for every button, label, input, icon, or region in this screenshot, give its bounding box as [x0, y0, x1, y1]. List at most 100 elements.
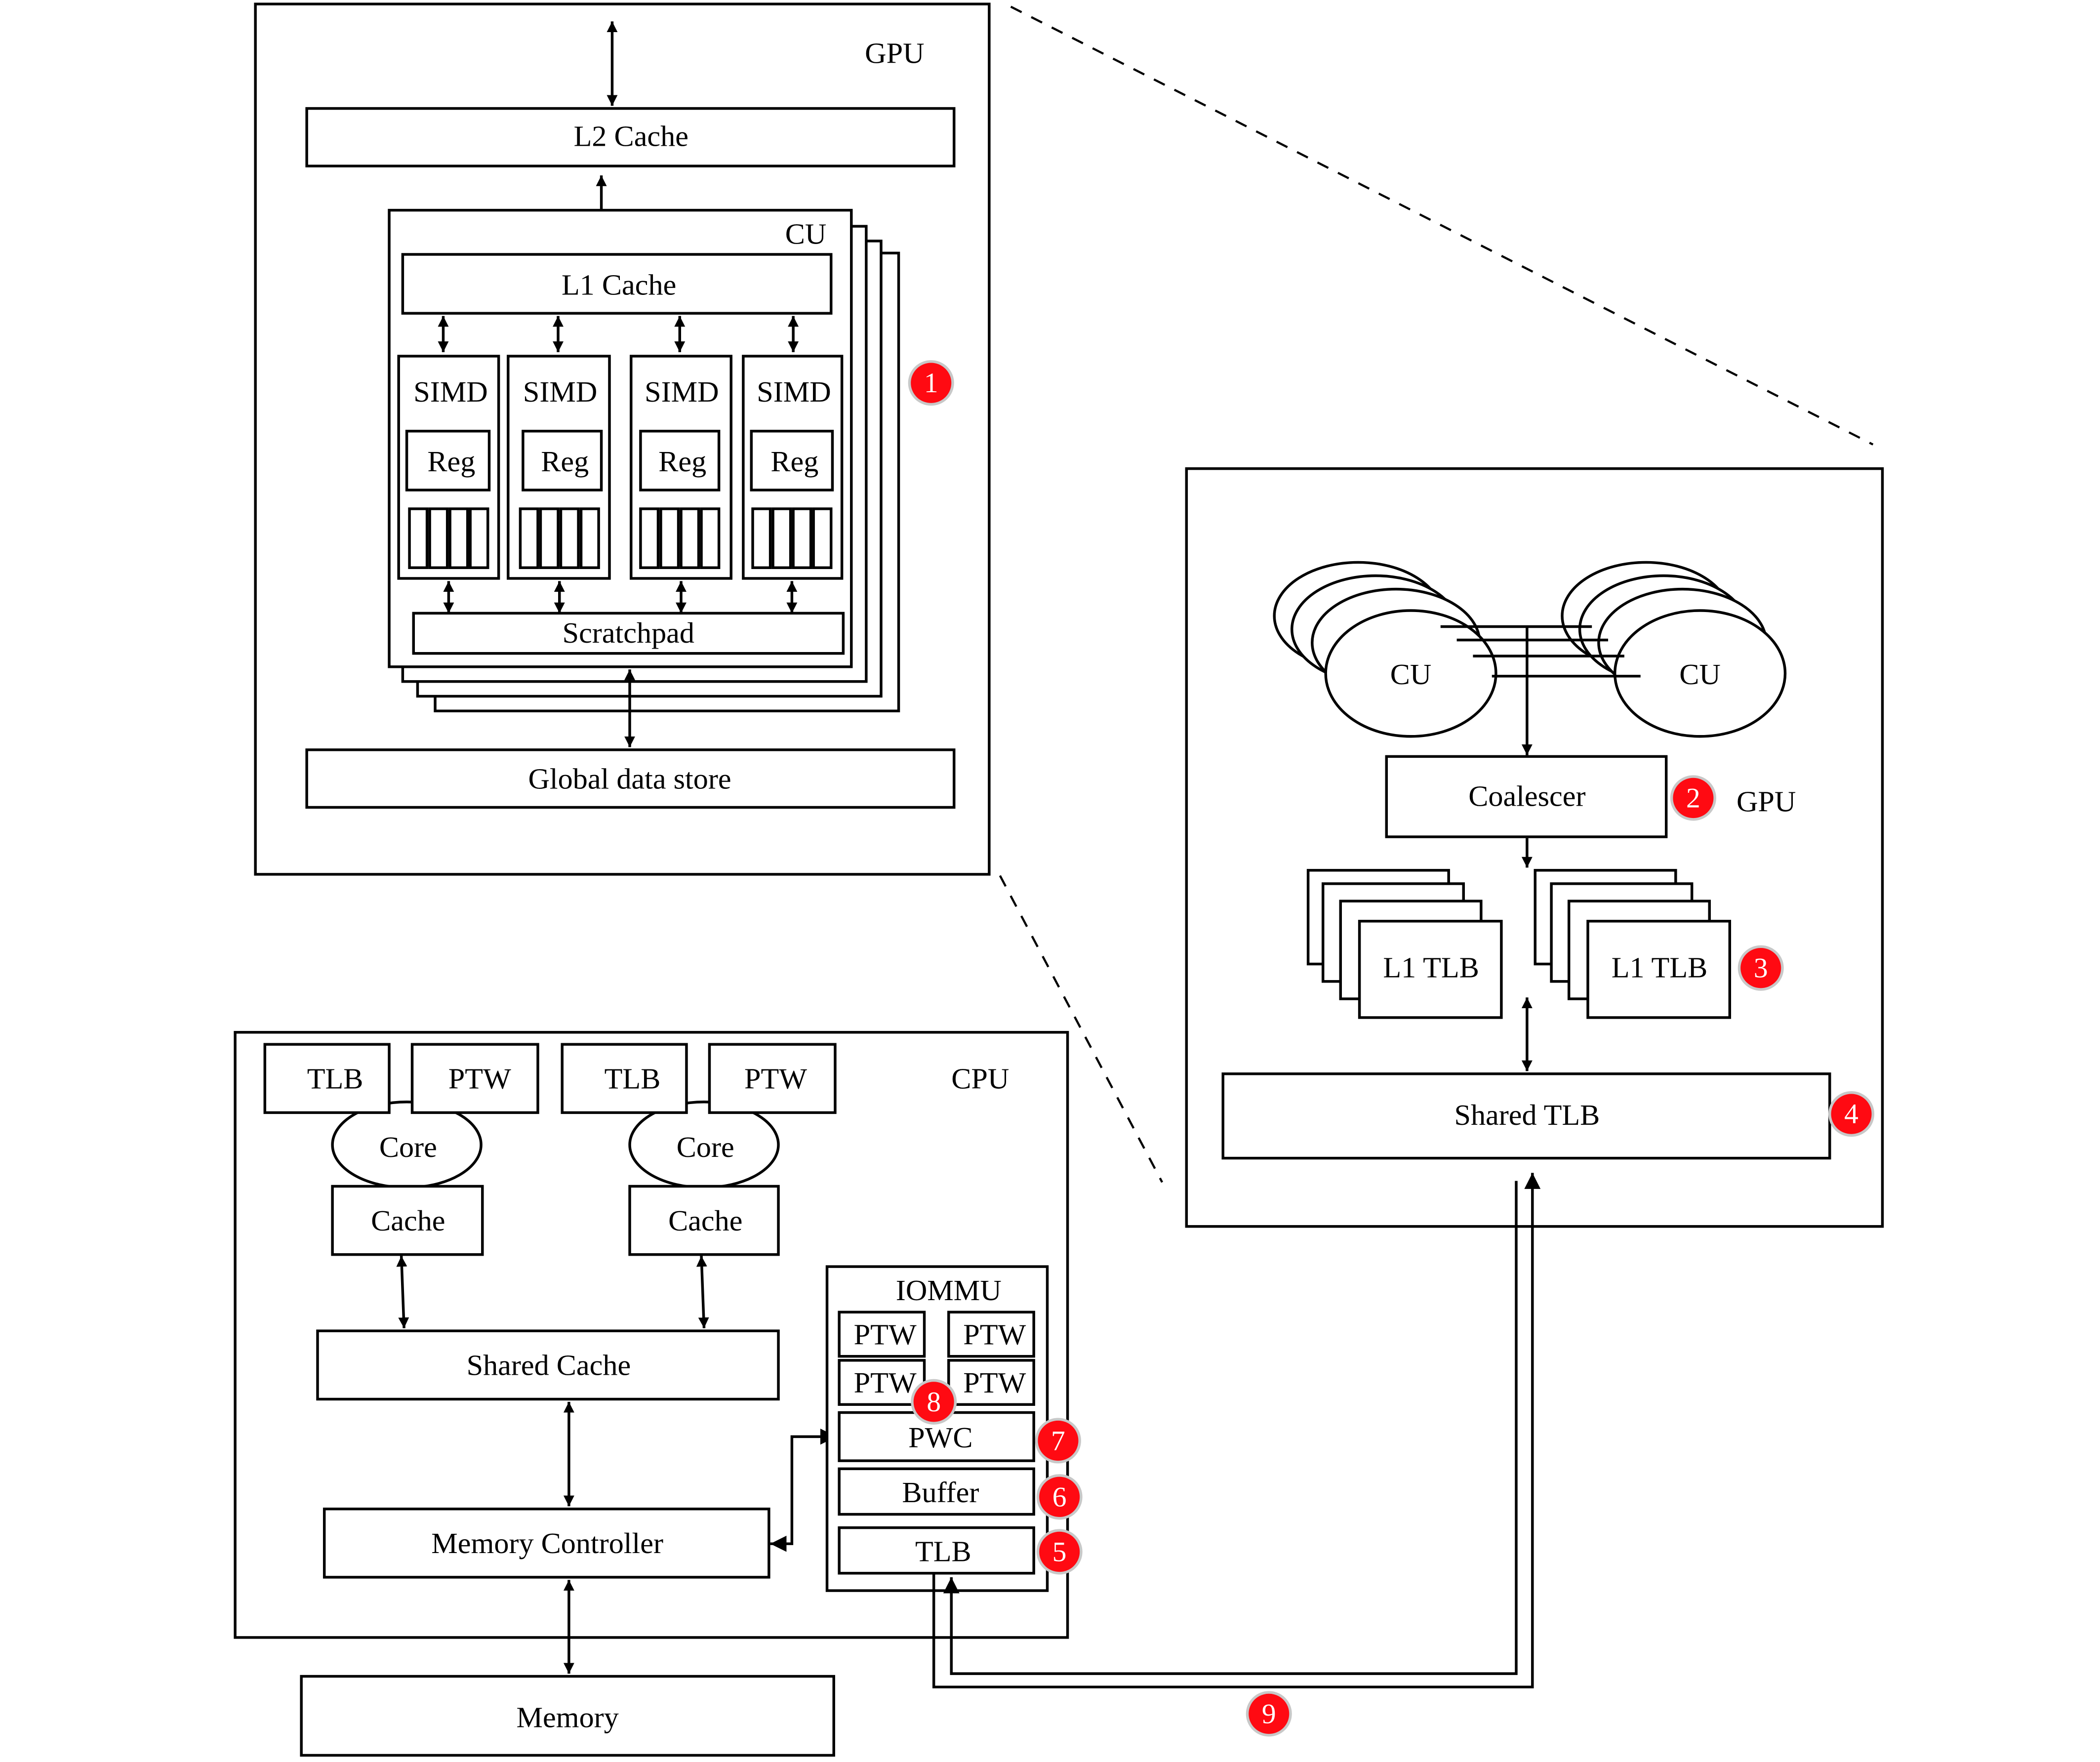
l1-tlb-front[interactable] [1586, 920, 1732, 1019]
core-cache-block [628, 1185, 780, 1256]
coalescer-block[interactable] [1385, 755, 1668, 838]
shared-tlb-to-iommu-path [943, 1181, 1518, 1675]
reg-block [405, 430, 491, 492]
cu-group-label: CU [1390, 658, 1432, 691]
cache-shared-arrow [396, 1256, 409, 1328]
badge-5: 5 [1036, 1529, 1083, 1575]
badge-number: 6 [1052, 1482, 1067, 1513]
simd-lane [639, 507, 660, 569]
simd-label: SIMD [645, 375, 719, 408]
simd-lane [659, 507, 680, 569]
badge-circle [1828, 1091, 1875, 1137]
simd-unit[interactable]: SIMD Reg [630, 316, 733, 614]
simd-lane [700, 507, 721, 569]
iommu-ptw-label: PTW [854, 1318, 917, 1351]
simd-lane [812, 507, 833, 569]
buffer-label: Buffer [902, 1476, 979, 1509]
cu-ellipse-front[interactable] [1613, 609, 1787, 738]
badge-8: 8 [911, 1379, 957, 1425]
l1-tlb-front[interactable] [1358, 920, 1503, 1019]
simd-lane [408, 507, 429, 569]
mc-pwc-arrow [770, 1429, 837, 1552]
badge-number: 2 [1686, 783, 1700, 814]
iommu-ptw-block [947, 1311, 1035, 1358]
reg-label: Reg [770, 445, 818, 478]
zoom-indicator-lines [999, 5, 1874, 1183]
scratchpad-label: Scratchpad [563, 616, 694, 649]
buffer-block [838, 1467, 1035, 1516]
simd-unit[interactable]: SIMD Reg [397, 316, 500, 614]
simd-unit[interactable]: SIMD Reg [507, 316, 611, 614]
core-cache-block [331, 1185, 484, 1256]
cache-shared-arrow [696, 1256, 709, 1328]
memory-controller-label: Memory Controller [431, 1527, 663, 1559]
badge-circle [1670, 775, 1716, 821]
cu-group-label: CU [1679, 658, 1721, 691]
gpu-detail-panel: GPU L2 Cache CU L1 Cache SIMD Reg [254, 2, 991, 876]
badge-number: 9 [1262, 1699, 1276, 1730]
simd-lane [539, 507, 560, 569]
badge-number: 5 [1052, 1537, 1067, 1568]
reg-label: Reg [658, 445, 706, 478]
simd-lane [579, 507, 600, 569]
simd-label: SIMD [757, 375, 831, 408]
pwc-label: PWC [908, 1421, 972, 1454]
iommu-block[interactable]: IOMMU PTW PTW PTW PTW PWC Buffer TLB [825, 1265, 1049, 1592]
badge-2: 2 [1670, 775, 1716, 821]
iommu-ptw-block [838, 1311, 926, 1358]
badge-number: 3 [1754, 953, 1768, 984]
core-ptw-label: PTW [744, 1063, 808, 1095]
cpu-core-group[interactable]: TLB PTW Core Cache [263, 1043, 539, 1328]
simd-label: SIMD [523, 375, 598, 408]
simd-unit[interactable]: SIMD Reg [742, 316, 844, 614]
simd-lane [680, 507, 700, 569]
badge-circle [1036, 1529, 1083, 1575]
core-tlb-block [263, 1043, 391, 1114]
zoom-line-top [1010, 5, 1874, 446]
coalescer-label: Coalescer [1468, 780, 1585, 813]
cu-ellipse-front[interactable] [1324, 609, 1497, 738]
simd-lane [469, 507, 489, 569]
l1-cache-label: L1 Cache [562, 269, 676, 301]
shared-tlb-block[interactable] [1221, 1072, 1831, 1160]
shared-cache-label: Shared Cache [467, 1349, 631, 1382]
reg-block [522, 430, 603, 492]
iommu-ptw-label: PTW [854, 1366, 917, 1399]
core-ptw-label: PTW [448, 1063, 512, 1095]
cpu-core-group[interactable]: TLB PTW Core Cache [561, 1043, 837, 1328]
badge-number: 7 [1051, 1426, 1065, 1457]
simd-label: SIMD [413, 375, 488, 408]
badge-circle [1035, 1418, 1081, 1464]
cpu-panel: CPU TLB PTW Core Cache TLB PTW Core Cach… [234, 1031, 1069, 1674]
simd-lane [428, 507, 449, 569]
l1-tlb-label: L1 TLB [1612, 951, 1708, 984]
badge-9: 9 [1246, 1691, 1292, 1737]
core-ptw-block [708, 1043, 837, 1114]
simd-lane [559, 507, 580, 569]
scratchpad-block[interactable] [412, 612, 845, 655]
global-data-store-block[interactable] [305, 748, 956, 809]
badge-circle [908, 360, 954, 406]
core-label: Core [677, 1131, 734, 1163]
memory-label: Memory [517, 1701, 619, 1734]
memory-block[interactable] [300, 1675, 835, 1757]
shared-cache-block[interactable] [316, 1329, 780, 1401]
memory-controller-block[interactable] [323, 1508, 770, 1579]
l2-cache-block[interactable] [305, 107, 956, 167]
global-data-store-label: Global data store [528, 763, 731, 795]
gpu-overview-panel: CU CU Coalescer GPU L1 TLB L1 TLB Shared… [1185, 467, 1884, 1228]
reg-label: Reg [541, 445, 589, 478]
core-tlb-block [561, 1043, 688, 1114]
core-ptw-block [410, 1043, 539, 1114]
l1-cache-block[interactable] [401, 253, 833, 315]
badge-3: 3 [1737, 945, 1784, 991]
badge-7: 7 [1035, 1418, 1081, 1464]
reg-label: Reg [427, 445, 475, 478]
core-label: Core [379, 1131, 437, 1163]
badge-circle [1246, 1691, 1292, 1737]
iommu-ptw-label: PTW [963, 1318, 1026, 1351]
iommu-to-shared-tlb-path [932, 1173, 1541, 1688]
iommu-tlb-block [838, 1526, 1035, 1575]
iommu-tlb-label: TLB [915, 1535, 971, 1568]
badge-circle [1737, 945, 1784, 991]
